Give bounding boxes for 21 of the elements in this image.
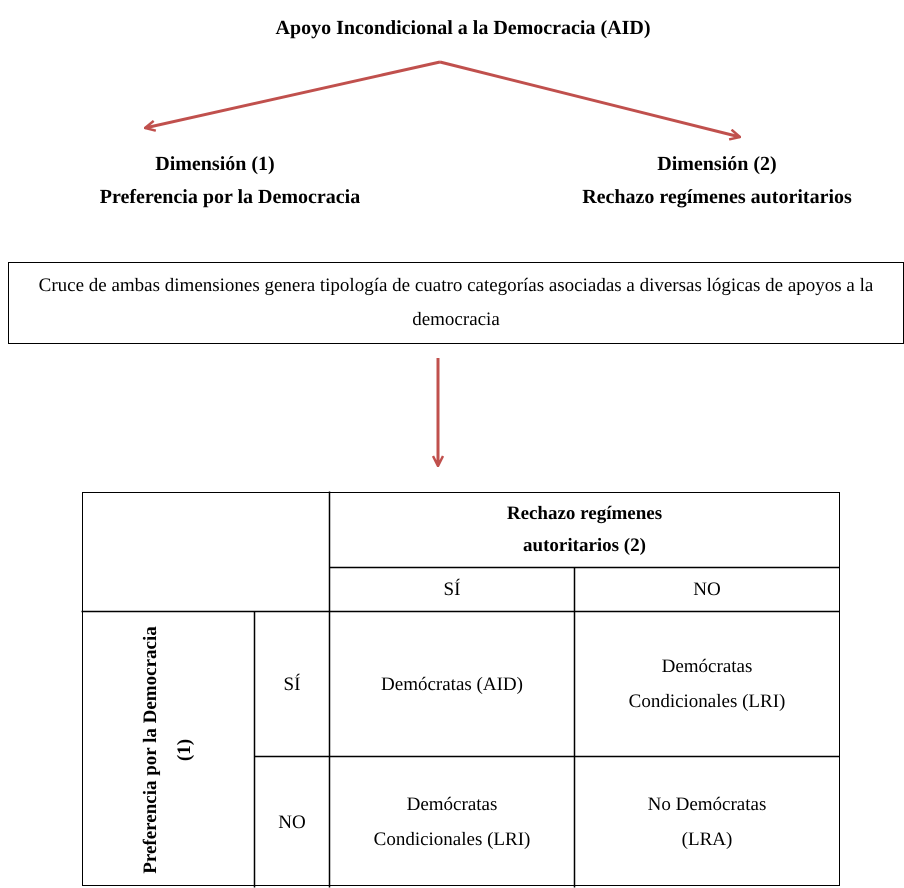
table-cell-text: No Demócratas (LRA) bbox=[646, 793, 768, 852]
arrow bbox=[144, 60, 440, 132]
dimension-heading: Dimensión (2) bbox=[656, 152, 778, 177]
dimension-subtitle: Rechazo regímenes autoritarios bbox=[581, 185, 853, 210]
row-header-cell-text: NO bbox=[278, 810, 306, 834]
header-cell-text: Rechazo regímenes autoritarios (2) bbox=[506, 502, 664, 558]
row-header-cell-text: Preferencia por la Democracia (1) bbox=[139, 624, 196, 876]
typology-table bbox=[82, 492, 840, 886]
arrow bbox=[440, 60, 742, 141]
table-cell-text: Demócratas Condicionales (LRI) bbox=[628, 655, 786, 714]
dimension-subtitle: Preferencia por la Democracia bbox=[98, 185, 362, 210]
arrow bbox=[432, 358, 444, 468]
text-box bbox=[8, 262, 904, 344]
dimension-heading: Dimensión (1) bbox=[154, 152, 276, 177]
title-text: Apoyo Incondicional a la Democracia (AID) bbox=[274, 16, 652, 41]
row-header-cell-text: SÍ bbox=[284, 672, 300, 696]
header-cell-text: NO bbox=[693, 578, 721, 602]
table-cell-text: Demócratas Condicionales (LRI) bbox=[372, 793, 532, 852]
box-text: Cruce de ambas dimensiones genera tipología de cuatro categorías asociadas a diversas lógicas de apoyos a la democracia bbox=[38, 274, 874, 332]
header-cell-text: SÍ bbox=[444, 578, 460, 602]
table-cell-text: Demócratas (AID) bbox=[380, 672, 524, 696]
